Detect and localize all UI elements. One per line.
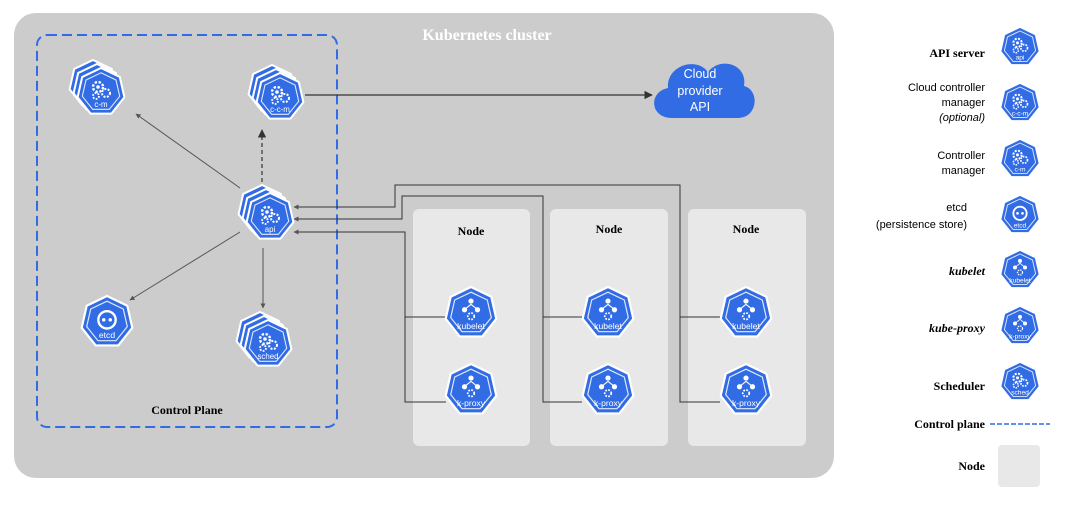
legend-etcd-sub: (persistence store) <box>876 219 967 231</box>
cloud-label-line-2: provider <box>677 84 722 98</box>
legend-cm-label-line-2: manager <box>942 165 986 177</box>
svg-text:c-c-m: c-c-m <box>270 105 290 114</box>
svg-text:kubelet: kubelet <box>732 321 760 331</box>
node-title: Node <box>733 222 760 236</box>
legend-node-label: Node <box>958 459 985 473</box>
control-plane-label: Control Plane <box>151 403 223 417</box>
connectors <box>129 90 720 403</box>
legend-kube-proxy-label: kube-proxy <box>929 321 986 335</box>
node2-to-api-arrow <box>293 195 582 403</box>
node3-to-api-arrow <box>293 184 720 403</box>
svg-text:k-proxy: k-proxy <box>594 398 623 408</box>
svg-text:c-m: c-m <box>1015 166 1026 173</box>
legend-cm-icon: c-m <box>999 138 1041 178</box>
svg-text:etcd: etcd <box>1014 222 1027 229</box>
legend-etcd-icon: etcd <box>999 194 1041 234</box>
svg-text:kubelet: kubelet <box>1009 277 1030 284</box>
kproxy-icon: k-proxy <box>581 362 635 415</box>
kubelet-icon: kubelet <box>444 285 498 338</box>
sched-icon: sched <box>235 310 293 367</box>
legend-ccm-label-line-2: manager <box>942 97 986 109</box>
legend-api-server-label: API server <box>929 46 985 60</box>
cluster-title: Kubernetes cluster <box>422 27 551 44</box>
legend-etcd-label: etcd <box>946 202 967 214</box>
svg-text:c-c-m: c-c-m <box>1012 110 1029 117</box>
node-components: kubelet k-proxy kubelet k-proxy kubelet k-pro… <box>444 285 773 415</box>
legend-ccm-icon: c-c-m <box>999 82 1041 122</box>
svg-text:sched: sched <box>1011 389 1029 396</box>
control-plane-components: c-m c-c-m api etcd sched <box>68 58 305 367</box>
node-title: Node <box>596 222 623 236</box>
legend-ccm-optional: (optional) <box>939 112 985 124</box>
cloud-label-line-3: API <box>690 100 710 114</box>
svg-text:k-proxy: k-proxy <box>457 398 486 408</box>
legend-scheduler-label: Scheduler <box>934 379 986 393</box>
legend-kubelet-icon: kubelet <box>999 249 1041 289</box>
ccm-icon: c-c-m <box>247 63 305 120</box>
legend-api-icon: api <box>999 26 1041 66</box>
legend-control-plane-label: Control plane <box>914 417 985 431</box>
legend-node-swatch <box>998 445 1040 487</box>
legend-kubelet-label: kubelet <box>949 264 986 278</box>
svg-text:api: api <box>265 225 276 234</box>
cloud-icon <box>654 63 755 118</box>
svg-text:k-proxy: k-proxy <box>1009 333 1031 340</box>
svg-text:api: api <box>1016 54 1025 61</box>
kproxy-icon: k-proxy <box>444 362 498 415</box>
legend-icons: api c-c-m c-m etcd kubelet k-proxy sched <box>999 26 1041 401</box>
svg-text:kubelet: kubelet <box>594 321 622 331</box>
kproxy-icon: k-proxy <box>719 362 773 415</box>
etcd-icon: etcd <box>80 294 134 347</box>
cloud-label-line-1: Cloud <box>684 67 717 81</box>
kubelet-icon: kubelet <box>719 285 773 338</box>
kubelet-icon: kubelet <box>581 285 635 338</box>
api-to-cm-arrow <box>135 113 241 189</box>
svg-text:c-m: c-m <box>94 100 108 109</box>
svg-text:sched: sched <box>257 352 278 361</box>
cm-icon: c-m <box>68 58 126 115</box>
svg-text:k-proxy: k-proxy <box>732 398 761 408</box>
legend-sched-icon: sched <box>999 361 1041 401</box>
node-title: Node <box>458 224 485 238</box>
legend-cm-label-line-1: Controller <box>937 150 985 162</box>
api-to-etcd-arrow <box>129 231 241 301</box>
api-icon: api <box>237 183 295 240</box>
legend-kproxy-icon: k-proxy <box>999 305 1041 345</box>
legend: API server Cloud controller manager (opt… <box>876 46 1050 487</box>
cloud-provider-api: Cloud provider API <box>654 63 755 118</box>
svg-text:kubelet: kubelet <box>457 321 485 331</box>
legend-ccm-label-line-1: Cloud controller <box>908 82 985 94</box>
svg-text:etcd: etcd <box>99 330 115 340</box>
control-plane-region <box>36 34 338 428</box>
